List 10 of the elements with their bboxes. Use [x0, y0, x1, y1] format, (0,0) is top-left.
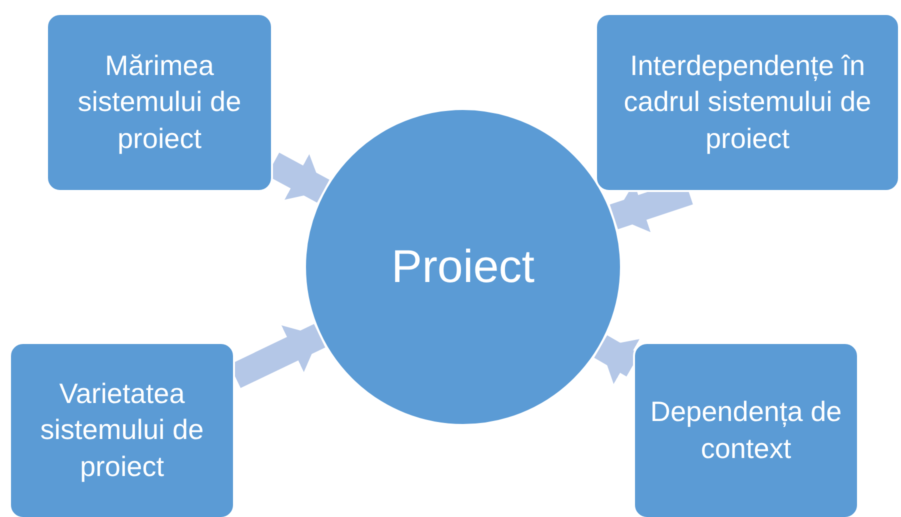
topic-box: [9, 342, 235, 517]
topic-box: [595, 13, 900, 192]
node-label: Dependența de context: [649, 395, 843, 466]
node-label: Interdependențe în cadrul sistemului de proiect: [622, 48, 872, 156]
node-label: Mărimea sistemului de proiect: [76, 48, 242, 156]
topic-box: [633, 342, 859, 517]
node-label: Varietatea sistemului de proiect: [39, 376, 205, 484]
node-label: Proiect: [391, 239, 535, 294]
block-arrow: [594, 335, 640, 384]
topic-box: [46, 13, 273, 192]
